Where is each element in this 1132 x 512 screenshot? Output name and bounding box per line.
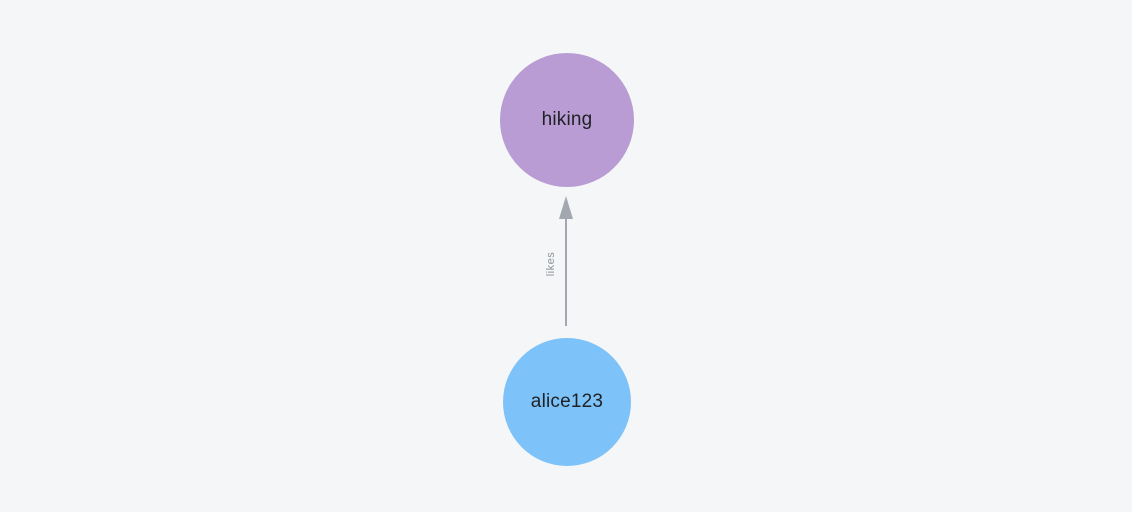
edge-label-likes[interactable]: likes — [545, 251, 557, 277]
edge-line — [565, 218, 567, 326]
node-label-hiking: hiking — [541, 109, 593, 130]
graph-node-alice123[interactable]: alice123 — [503, 338, 631, 466]
arrowhead-up-icon — [559, 196, 573, 219]
graph-node-hiking[interactable]: hiking — [500, 53, 634, 187]
node-label-alice123: alice123 — [530, 391, 604, 412]
